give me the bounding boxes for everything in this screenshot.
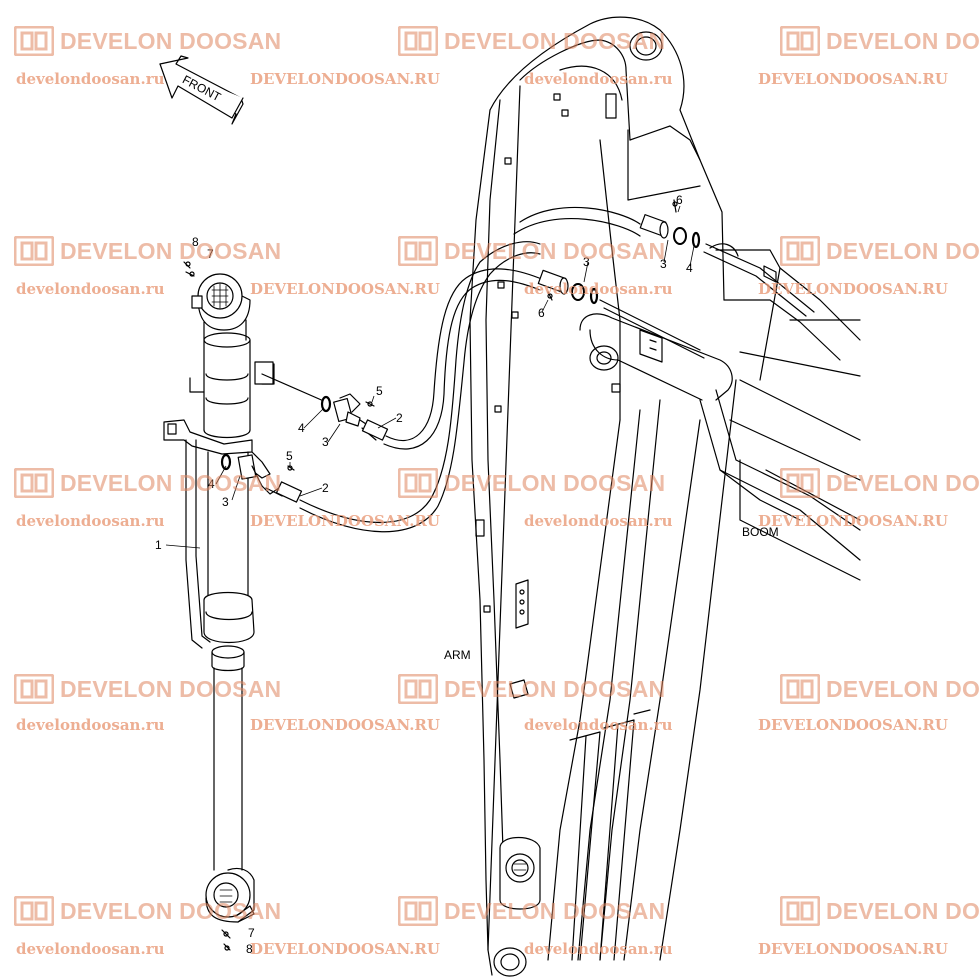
watermark-logo: DEVELON DOOSAN (398, 674, 665, 704)
watermark-logo-text: DEVELON DOOSAN (444, 27, 666, 54)
watermark-logo: DEVELON DOOSAN (14, 674, 281, 704)
watermark-logo-text: DEVELON DOOSAN (60, 897, 282, 924)
callout-3-boom-low: 3 (583, 255, 590, 269)
develon-logo-icon (14, 236, 54, 266)
watermark-url: DEVELONDOOSAN.RU (758, 716, 948, 734)
watermark-logo-text: DEVELON DOOSAN (60, 675, 282, 702)
boom-label: BOOM (742, 525, 779, 539)
front-arrow-icon (159, 55, 244, 125)
callout-2-lower: 2 (322, 481, 329, 495)
watermark-logo: DEVELON DOOSAN (780, 674, 980, 704)
develon-logo-icon (14, 468, 54, 498)
develon-logo-icon (398, 674, 438, 704)
develon-logo-icon (780, 468, 820, 498)
callout-4-boom: 4 (686, 261, 693, 275)
develon-logo-icon (398, 26, 438, 56)
develon-logo-icon (14, 26, 54, 56)
callout-7-bottom: 7 (248, 926, 255, 940)
watermark-logo-text: DEVELON DOOSAN (60, 469, 282, 496)
watermark-logo-text: DEVELON DOOSAN (444, 675, 666, 702)
watermark-logo: DEVELON DOOSAN (780, 468, 980, 498)
develon-logo-icon (780, 236, 820, 266)
callout-5-lower: 5 (286, 449, 293, 463)
watermark-url: develondoosan.ru (524, 512, 673, 530)
watermark-logo: DEVELON DOOSAN (398, 896, 665, 926)
arm-structure (469, 16, 861, 977)
arm-label: ARM (444, 648, 471, 662)
watermark-logo-text: DEVELON DOOSAN (60, 27, 282, 54)
callout-5-upper: 5 (376, 384, 383, 398)
callout-6-boom-low: 6 (538, 306, 545, 320)
callout-7-top: 7 (207, 247, 214, 261)
watermark-url: DEVELONDOOSAN.RU (250, 940, 440, 958)
develon-logo-icon (398, 896, 438, 926)
watermark-logo-text: DEVELON DOOSAN (826, 675, 980, 702)
callout-4-lower: 4 (208, 477, 215, 491)
watermark-url: DEVELONDOOSAN.RU (758, 280, 948, 298)
watermark-logo: DEVELON DOOSAN (780, 236, 980, 266)
watermark-url: DEVELONDOOSAN.RU (250, 716, 440, 734)
develon-logo-icon (780, 26, 820, 56)
callout-1: 1 (155, 538, 162, 552)
leader-lines (165, 205, 695, 549)
watermark-logo-text: DEVELON DOOSAN (444, 469, 666, 496)
callout-3-lower: 3 (222, 495, 229, 509)
watermark-logo: DEVELON DOOSAN (14, 236, 281, 266)
watermark-logo: DEVELON DOOSAN (780, 26, 980, 56)
watermark-url: develondoosan.ru (524, 716, 673, 734)
callout-8-bottom: 8 (246, 942, 253, 956)
develon-logo-icon (14, 674, 54, 704)
watermark-url: develondoosan.ru (524, 940, 673, 958)
watermark-url: DEVELONDOOSAN.RU (250, 70, 440, 88)
arm-cylinder (163, 261, 275, 951)
watermark-logo-text: DEVELON DOOSAN (826, 469, 980, 496)
watermark-logo-text: DEVELON DOOSAN (444, 897, 666, 924)
watermark-url: develondoosan.ru (524, 70, 673, 88)
develon-logo-icon (398, 236, 438, 266)
hose-lower (265, 241, 541, 533)
develon-logo-icon (398, 468, 438, 498)
callout-3-upper: 3 (322, 435, 329, 449)
watermark-url: develondoosan.ru (16, 940, 165, 958)
callout-2-upper: 2 (396, 411, 403, 425)
watermark-logo-text: DEVELON DOOSAN (826, 897, 980, 924)
develon-logo-icon (780, 674, 820, 704)
watermark-logo: DEVELON DOOSAN (14, 896, 281, 926)
cylinder-port-fittings (220, 373, 375, 495)
watermark-url: develondoosan.ru (16, 280, 165, 298)
watermark-logo: DEVELON DOOSAN (398, 236, 665, 266)
watermark-logo: DEVELON DOOSAN (14, 468, 281, 498)
watermark-url: DEVELONDOOSAN.RU (250, 280, 440, 298)
callout-6-boom-high: 6 (676, 193, 683, 207)
callout-4-upper: 4 (298, 421, 305, 435)
watermark-logo: DEVELON DOOSAN (398, 26, 665, 56)
watermark-logo-text: DEVELON DOOSAN (826, 237, 980, 264)
watermark-url: develondoosan.ru (16, 716, 165, 734)
watermark-url: DEVELONDOOSAN.RU (758, 512, 948, 530)
callout-3-boom-high: 3 (660, 257, 667, 271)
boom-port-fittings (513, 199, 815, 359)
watermark-logo-text: DEVELON DOOSAN (826, 27, 980, 54)
watermark-url: develondoosan.ru (524, 280, 673, 298)
watermark-logo-text: DEVELON DOOSAN (444, 237, 666, 264)
watermark-logo-text: DEVELON DOOSAN (60, 237, 282, 264)
watermark-url: develondoosan.ru (16, 512, 165, 530)
watermark-url: DEVELONDOOSAN.RU (758, 70, 948, 88)
hose-upper (359, 268, 545, 450)
develon-logo-icon (780, 896, 820, 926)
callout-8-top: 8 (192, 235, 199, 249)
watermark-url: DEVELONDOOSAN.RU (758, 940, 948, 958)
watermark-url: DEVELONDOOSAN.RU (250, 512, 440, 530)
watermark-logo: DEVELON DOOSAN (780, 896, 980, 926)
watermark-url: develondoosan.ru (16, 70, 165, 88)
watermark-logo: DEVELON DOOSAN (398, 468, 665, 498)
watermark-logo: DEVELON DOOSAN (14, 26, 281, 56)
develon-logo-icon (14, 896, 54, 926)
